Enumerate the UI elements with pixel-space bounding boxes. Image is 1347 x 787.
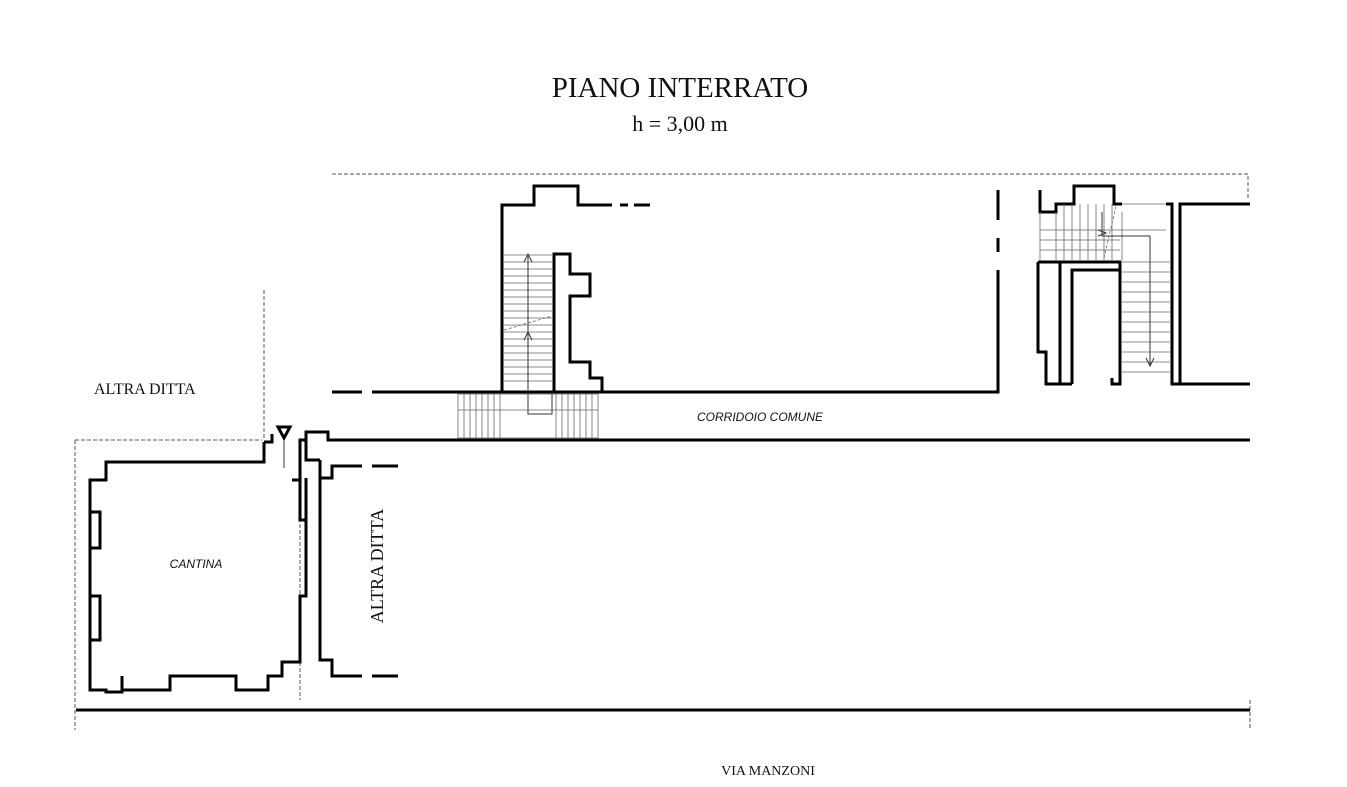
label-altra-ditta-side: ALTRA DITTA [367, 509, 387, 623]
upper-building [332, 184, 1250, 394]
label-corridoio-comune: CORRIDOIO COMUNE [697, 410, 824, 424]
label-via-manzoni: VIA MANZONI [721, 764, 815, 779]
plan-title: PIANO INTERRATO [552, 72, 808, 104]
label-cantina: CANTINA [170, 557, 223, 571]
label-altra-ditta-top: ALTRA DITTA [94, 381, 196, 398]
stair-right [1039, 203, 1170, 373]
stair-left [457, 252, 599, 439]
entrance-arrow-icon [275, 425, 293, 468]
cantina-room [88, 430, 398, 694]
plan-height: h = 3,00 m [632, 111, 728, 136]
corridor-walls [76, 438, 1250, 712]
property-boundary [74, 173, 1251, 730]
